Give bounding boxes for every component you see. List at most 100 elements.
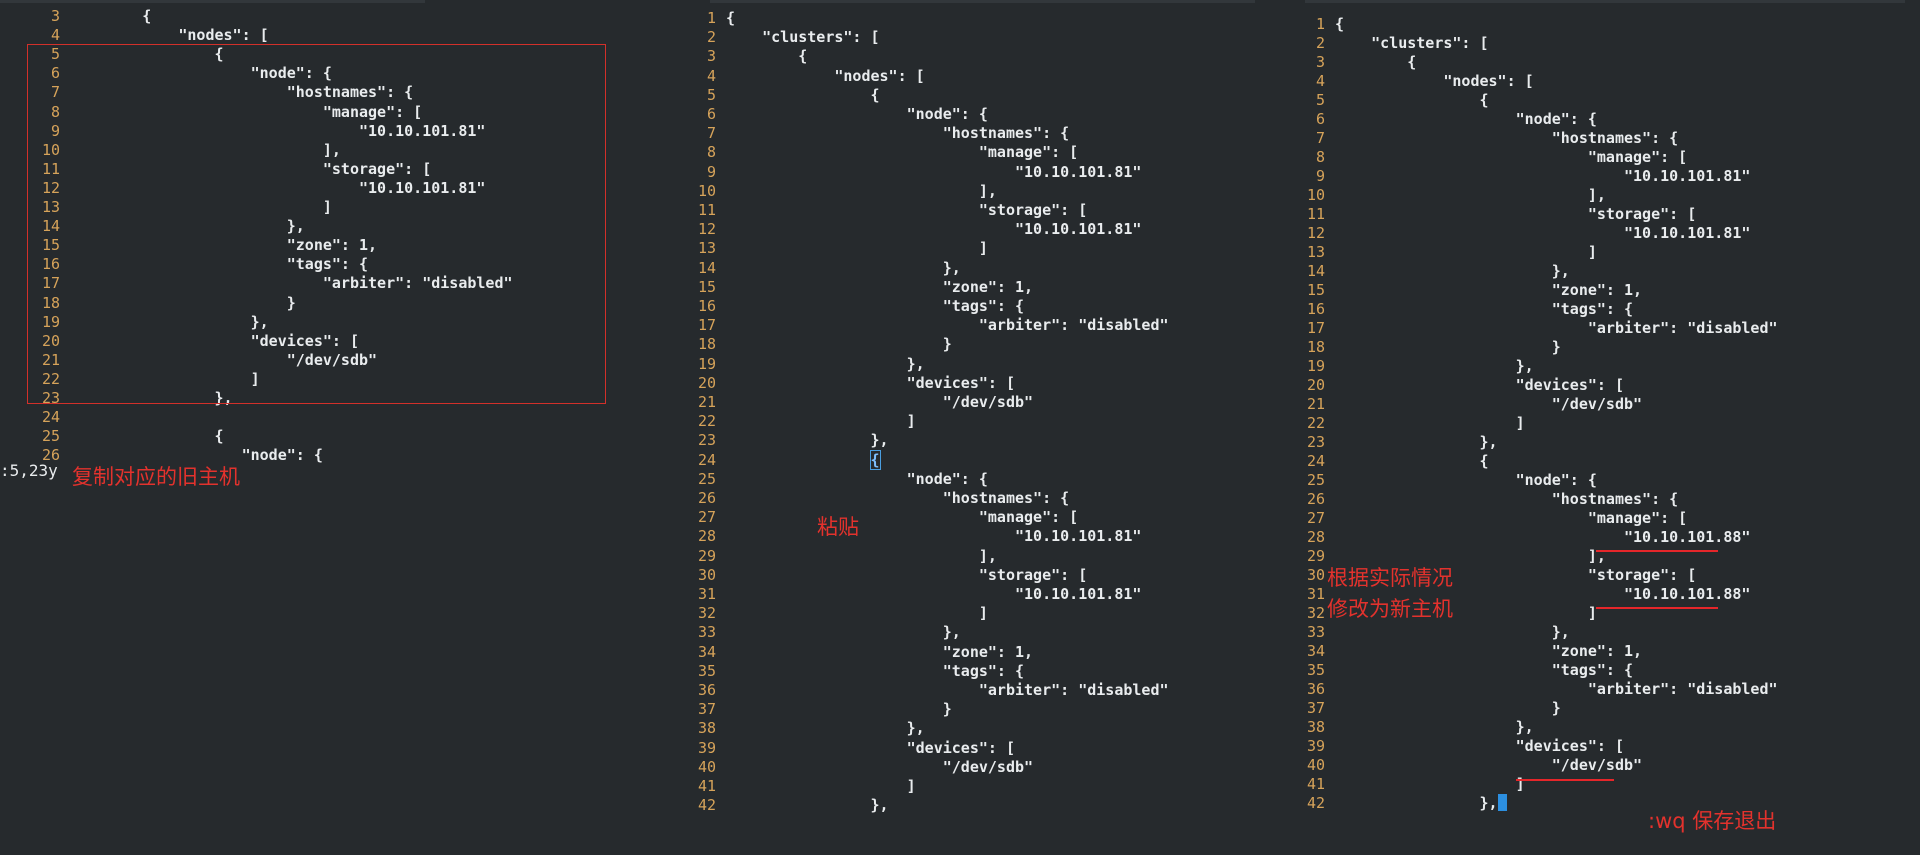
code-line[interactable]: 32 ] xyxy=(680,604,988,623)
code-line[interactable]: 30 "storage": [ xyxy=(680,566,1087,585)
code-line[interactable]: 26 "hostnames": { xyxy=(1265,490,1678,509)
code-line[interactable]: 14 }, xyxy=(1265,262,1570,281)
code-line[interactable]: 16 "tags": { xyxy=(680,297,1024,316)
code-line[interactable]: 23 }, xyxy=(1265,433,1498,452)
code-line[interactable]: 17 "arbiter": "disabled" xyxy=(680,316,1169,335)
code-line[interactable]: 15 "zone": 1, xyxy=(680,278,1033,297)
code-line[interactable]: 10 ], xyxy=(0,141,341,160)
code-line[interactable]: 14 }, xyxy=(0,217,305,236)
code-line[interactable]: 34 "zone": 1, xyxy=(1265,642,1642,661)
code-line[interactable]: 2 "clusters": [ xyxy=(1265,34,1489,53)
code-line[interactable]: 42 }, xyxy=(1265,794,1507,813)
left-editor-panel[interactable]: 3 {4 "nodes": [5 {6 "node": {7 "hostname… xyxy=(0,0,680,855)
code-line[interactable]: 20 "devices": [ xyxy=(680,374,1015,393)
code-line[interactable]: 19 }, xyxy=(0,313,269,332)
code-line[interactable]: 30 "storage": [ xyxy=(1265,566,1696,585)
code-line[interactable]: 21 "/dev/sdb" xyxy=(1265,395,1642,414)
code-line[interactable]: 12 "10.10.101.81" xyxy=(1265,224,1750,243)
code-line[interactable]: 9 "10.10.101.81" xyxy=(680,163,1141,182)
code-line[interactable]: 37 } xyxy=(680,700,952,719)
code-line[interactable]: 27 "manage": [ xyxy=(1265,509,1687,528)
code-line[interactable]: 22 ] xyxy=(1265,414,1525,433)
code-line[interactable]: 3 { xyxy=(0,7,151,26)
code-line[interactable]: 23 }, xyxy=(680,431,889,450)
code-line[interactable]: 10 ], xyxy=(680,182,997,201)
code-line[interactable]: 19 }, xyxy=(680,355,925,374)
code-line[interactable]: 37 } xyxy=(1265,699,1561,718)
right-editor-panel[interactable]: 1{2 "clusters": [3 {4 "nodes": [5 {6 "no… xyxy=(1265,0,1920,855)
code-line[interactable]: 36 "arbiter": "disabled" xyxy=(1265,680,1778,699)
code-line[interactable]: 7 "hostnames": { xyxy=(680,124,1069,143)
code-line[interactable]: 32 ] xyxy=(1265,604,1597,623)
code-line[interactable]: 24 xyxy=(0,408,70,427)
code-line[interactable]: 33 }, xyxy=(680,623,961,642)
code-line[interactable]: 40 "/dev/sdb" xyxy=(1265,756,1642,775)
code-line[interactable]: 41 ] xyxy=(1265,775,1525,794)
code-line[interactable]: 42 }, xyxy=(680,796,889,815)
code-line[interactable]: 16 "tags": { xyxy=(1265,300,1633,319)
code-line[interactable]: 25 "node": { xyxy=(680,470,988,489)
code-line[interactable]: 24 { xyxy=(680,449,881,470)
code-line[interactable]: 19 }, xyxy=(1265,357,1534,376)
code-line[interactable]: 21 "/dev/sdb" xyxy=(680,393,1033,412)
code-line[interactable]: 3 { xyxy=(680,47,807,66)
code-line[interactable]: 34 "zone": 1, xyxy=(680,643,1033,662)
code-line[interactable]: 26 "node": { xyxy=(0,446,323,465)
code-line[interactable]: 29 ], xyxy=(680,547,997,566)
code-line[interactable]: 4 "nodes": [ xyxy=(680,67,925,86)
code-line[interactable]: 11 "storage": [ xyxy=(1265,205,1696,224)
code-line[interactable]: 17 "arbiter": "disabled" xyxy=(0,274,513,293)
code-line[interactable]: 31 "10.10.101.81" xyxy=(680,585,1141,604)
code-line[interactable]: 10 ], xyxy=(1265,186,1606,205)
code-line[interactable]: 7 "hostnames": { xyxy=(0,83,413,102)
code-line[interactable]: 38 }, xyxy=(1265,718,1534,737)
code-line[interactable]: 12 "10.10.101.81" xyxy=(0,179,485,198)
code-line[interactable]: 15 "zone": 1, xyxy=(0,236,377,255)
middle-editor-panel[interactable]: 1{2 "clusters": [3 {4 "nodes": [5 {6 "no… xyxy=(680,0,1265,855)
code-line[interactable]: 18 } xyxy=(1265,338,1561,357)
code-line[interactable]: 5 { xyxy=(680,86,880,105)
code-line[interactable]: 9 "10.10.101.81" xyxy=(0,122,485,141)
code-line[interactable]: 8 "manage": [ xyxy=(1265,148,1687,167)
code-line[interactable]: 31 "10.10.101.88" xyxy=(1265,585,1750,604)
code-line[interactable]: 35 "tags": { xyxy=(680,662,1024,681)
code-line[interactable]: 20 "devices": [ xyxy=(1265,376,1624,395)
code-line[interactable]: 2 "clusters": [ xyxy=(680,28,880,47)
code-line[interactable]: 13 ] xyxy=(680,239,988,258)
code-line[interactable]: 40 "/dev/sdb" xyxy=(680,758,1033,777)
code-line[interactable]: 7 "hostnames": { xyxy=(1265,129,1678,148)
code-line[interactable]: 1{ xyxy=(1265,15,1344,34)
code-line[interactable]: 28 "10.10.101.88" xyxy=(1265,528,1750,547)
code-line[interactable]: 20 "devices": [ xyxy=(0,332,359,351)
code-line[interactable]: 11 "storage": [ xyxy=(0,160,431,179)
code-line[interactable]: 13 ] xyxy=(0,198,332,217)
code-line[interactable]: 26 "hostnames": { xyxy=(680,489,1069,508)
code-line[interactable]: 25 { xyxy=(0,427,224,446)
code-line[interactable]: 23 }, xyxy=(0,389,233,408)
code-line[interactable]: 11 "storage": [ xyxy=(680,201,1087,220)
code-line[interactable]: 24 { xyxy=(1265,452,1489,471)
code-line[interactable]: 18 } xyxy=(0,294,296,313)
code-line[interactable]: 1{ xyxy=(680,9,735,28)
code-line[interactable]: 25 "node": { xyxy=(1265,471,1597,490)
code-line[interactable]: 28 "10.10.101.81" xyxy=(680,527,1141,546)
code-line[interactable]: 5 { xyxy=(0,45,224,64)
code-line[interactable]: 8 "manage": [ xyxy=(680,143,1078,162)
code-line[interactable]: 27 "manage": [ xyxy=(680,508,1078,527)
code-line[interactable]: 14 }, xyxy=(680,259,961,278)
code-line[interactable]: 41 ] xyxy=(680,777,916,796)
code-line[interactable]: 38 }, xyxy=(680,719,925,738)
code-line[interactable]: 21 "/dev/sdb" xyxy=(0,351,377,370)
code-line[interactable]: 5 { xyxy=(1265,91,1489,110)
code-line[interactable]: 13 ] xyxy=(1265,243,1597,262)
code-line[interactable]: 33 }, xyxy=(1265,623,1570,642)
code-line[interactable]: 22 ] xyxy=(0,370,260,389)
code-line[interactable]: 22 ] xyxy=(680,412,916,431)
code-line[interactable]: 18 } xyxy=(680,335,952,354)
code-line[interactable]: 6 "node": { xyxy=(1265,110,1597,129)
code-line[interactable]: 15 "zone": 1, xyxy=(1265,281,1642,300)
code-line[interactable]: 35 "tags": { xyxy=(1265,661,1633,680)
code-line[interactable]: 4 "nodes": [ xyxy=(1265,72,1534,91)
code-line[interactable]: 12 "10.10.101.81" xyxy=(680,220,1141,239)
code-line[interactable]: 36 "arbiter": "disabled" xyxy=(680,681,1169,700)
